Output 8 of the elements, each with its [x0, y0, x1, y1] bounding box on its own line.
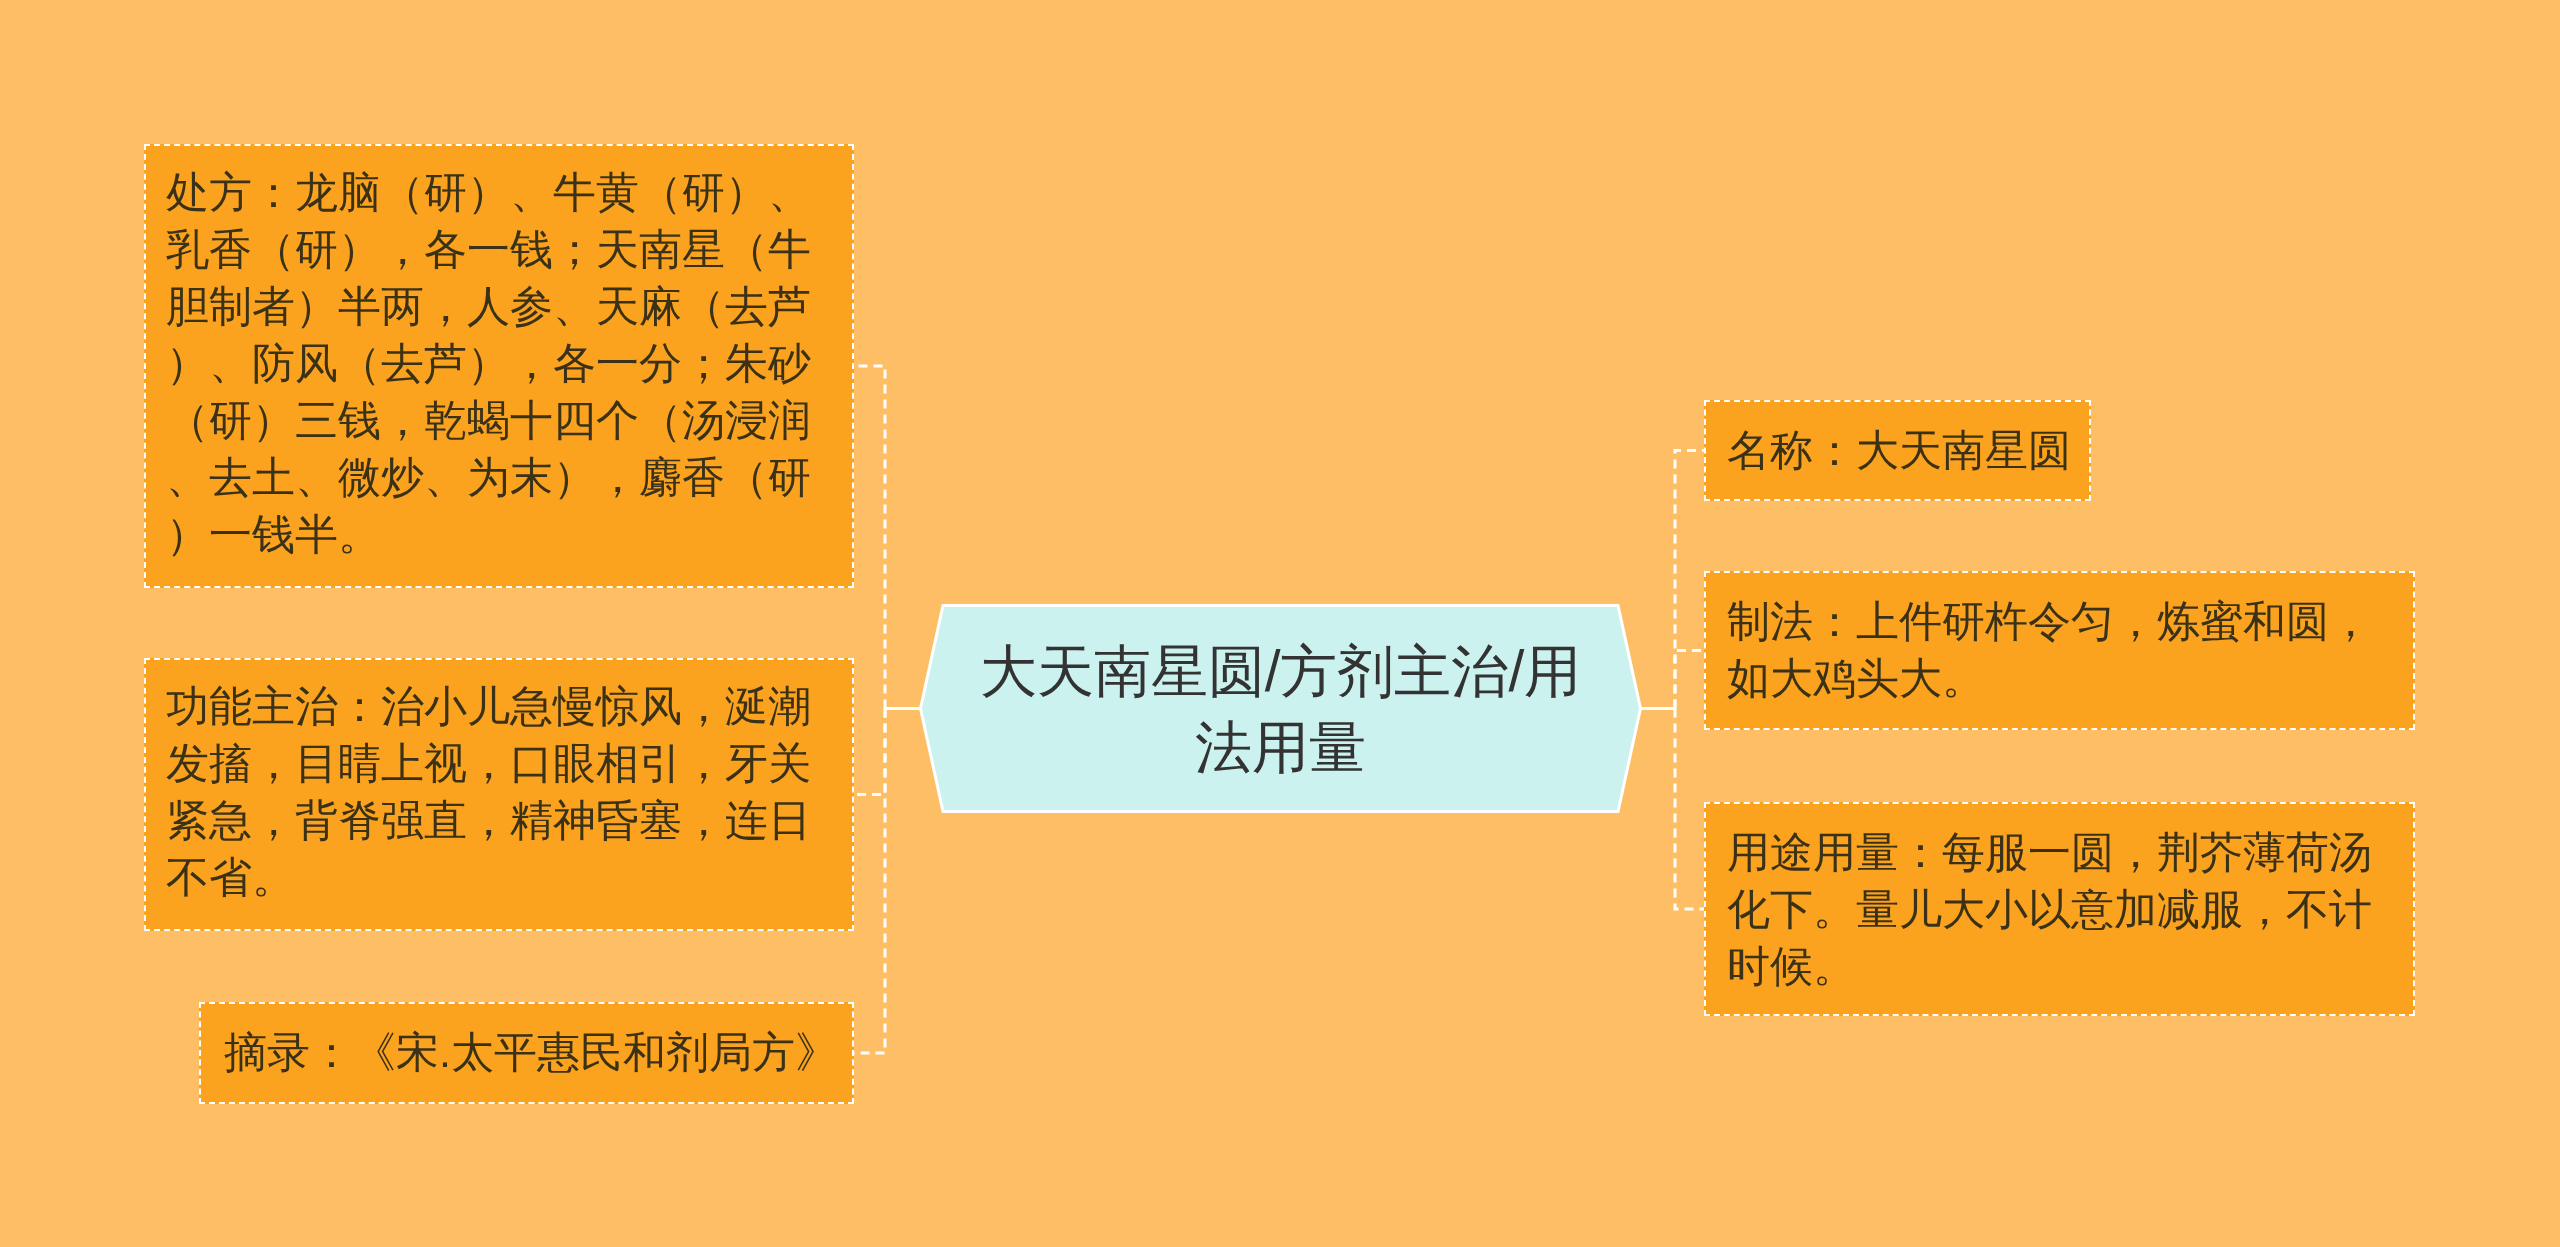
text-box: 功能主治：治小儿急慢惊风，涎潮发搐，目睛上视，口眼相引，牙关紧急，背脊强直，精神昏塞，连日不省。	[144, 658, 854, 931]
text-box: 名称：大天南星圆	[1704, 400, 2091, 501]
text-box: 制法：上件研杵令匀，炼蜜和圆，如大鸡头大。	[1704, 571, 2415, 730]
connector-line	[1642, 707, 1704, 911]
text-box: 用途用量：每服一圆，荆芥薄荷汤化下。量儿大小以意加减服，不计时候。	[1704, 802, 2415, 1016]
text-box: 摘录：《宋.太平惠民和剂局方》	[199, 1002, 854, 1104]
text-box: 处方：龙脑（研）、牛黄（研）、乳香（研），各一钱；天南星（牛胆制者）半两，人参、天麻（去芦）、防风（去芦），各一分；朱砂（研）三钱，乾蝎十四个（汤浸润、去土、微炒、为末），麝香（研）一钱半。	[144, 144, 854, 588]
topic-hexagon: 大天南星圆/方剂主治/用法用量	[919, 604, 1642, 813]
